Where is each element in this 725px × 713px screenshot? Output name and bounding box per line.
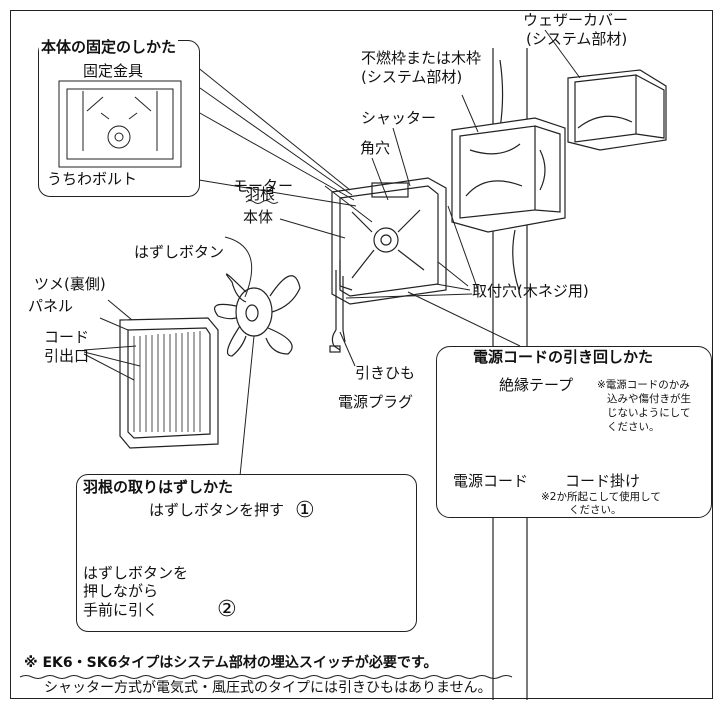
- cord-hook-label: コード掛け: [565, 472, 641, 490]
- step2-line1: はずしボタンを: [83, 564, 189, 582]
- fixing-bracket-label: 固定金具: [83, 62, 144, 80]
- power-cord-label: 電源コード: [453, 472, 529, 490]
- panel-drawing: [83, 299, 219, 449]
- footnote-switch: ※ EK6・SK6タイプはシステム部材の埋込スイッチが必要です。: [24, 655, 438, 671]
- footnote-pull-cord: シャッター方式が電気式・風圧式のタイプには引きひもはありません。: [44, 680, 492, 696]
- weather-cover-label: ウェザーカバー: [523, 11, 629, 29]
- body-label: 本体: [243, 208, 274, 226]
- power-plug-label: 電源プラグ: [338, 393, 414, 411]
- step2-line2: 押しながら: [83, 582, 159, 600]
- weather-cover-drawing: [567, 69, 667, 151]
- step2-number: ②: [217, 597, 237, 622]
- leader-lines: [195, 29, 581, 367]
- frame-drawing: [451, 117, 566, 233]
- shutter-label: シャッター: [361, 109, 437, 127]
- cord-routing-box: 電源コードの引き回しかた 絶縁テープ ※電源コードのかみ 込みや傷付きが生 じな…: [436, 346, 712, 518]
- fixing-method-title: 本体の固定のしかた: [39, 38, 179, 56]
- fixing-method-box: 本体の固定のしかた 固定金具 うちわボルト: [38, 38, 200, 197]
- blade-removal-box: 羽根の取りはずしかた はずしボタンを押す ① はずしボタンを 押しながら 手前に…: [76, 474, 417, 632]
- blade-removal-title: 羽根の取りはずしかた: [83, 478, 234, 496]
- cord-note-line-3: じないようにして: [607, 407, 691, 419]
- step1-number: ①: [295, 498, 315, 523]
- cord-note-line-1: ※電源コードのかみ: [597, 379, 690, 391]
- motor-label: モーター: [233, 177, 294, 195]
- blade-drawing: [214, 236, 301, 357]
- insulation-tape-label: 絶縁テープ: [499, 376, 574, 394]
- frame-sublabel: (システム部材): [361, 68, 463, 86]
- mounting-holes-label: 取付穴(木ネジ用): [472, 282, 589, 300]
- cord-outlet-sublabel: 引出口: [44, 347, 90, 365]
- cord-routing-title: 電源コードの引き回しかた: [473, 348, 654, 366]
- cord-hook-note-1: ※2か所起こして使用して: [541, 491, 661, 503]
- cord-outlet-label: コード: [44, 328, 90, 346]
- panel-label: パネル: [28, 297, 74, 315]
- outer-frame: [10, 10, 713, 699]
- step1-label: はずしボタンを押す: [149, 501, 285, 519]
- cord-hook-note-2: ください。: [569, 504, 622, 516]
- step2-line3: 手前に引く: [83, 601, 159, 619]
- fixing-method-drawing: [58, 80, 182, 168]
- frame-label: 不燃枠または木枠: [361, 49, 482, 67]
- cord-note-line-4: ください。: [607, 421, 660, 433]
- square-hole-label: 角穴: [360, 139, 391, 157]
- release-button-label: はずしボタン: [134, 243, 225, 261]
- pull-cord-label: 引きひも: [355, 364, 416, 382]
- weather-cover-sublabel: (システム部材): [526, 30, 628, 48]
- claw-label: ツメ(裏側): [34, 275, 106, 293]
- cord-note-line-2: 込みや傷付きが生: [607, 393, 691, 405]
- fan-bolt-label: うちわボルト: [43, 171, 142, 188]
- blade-label: 羽根: [245, 185, 276, 203]
